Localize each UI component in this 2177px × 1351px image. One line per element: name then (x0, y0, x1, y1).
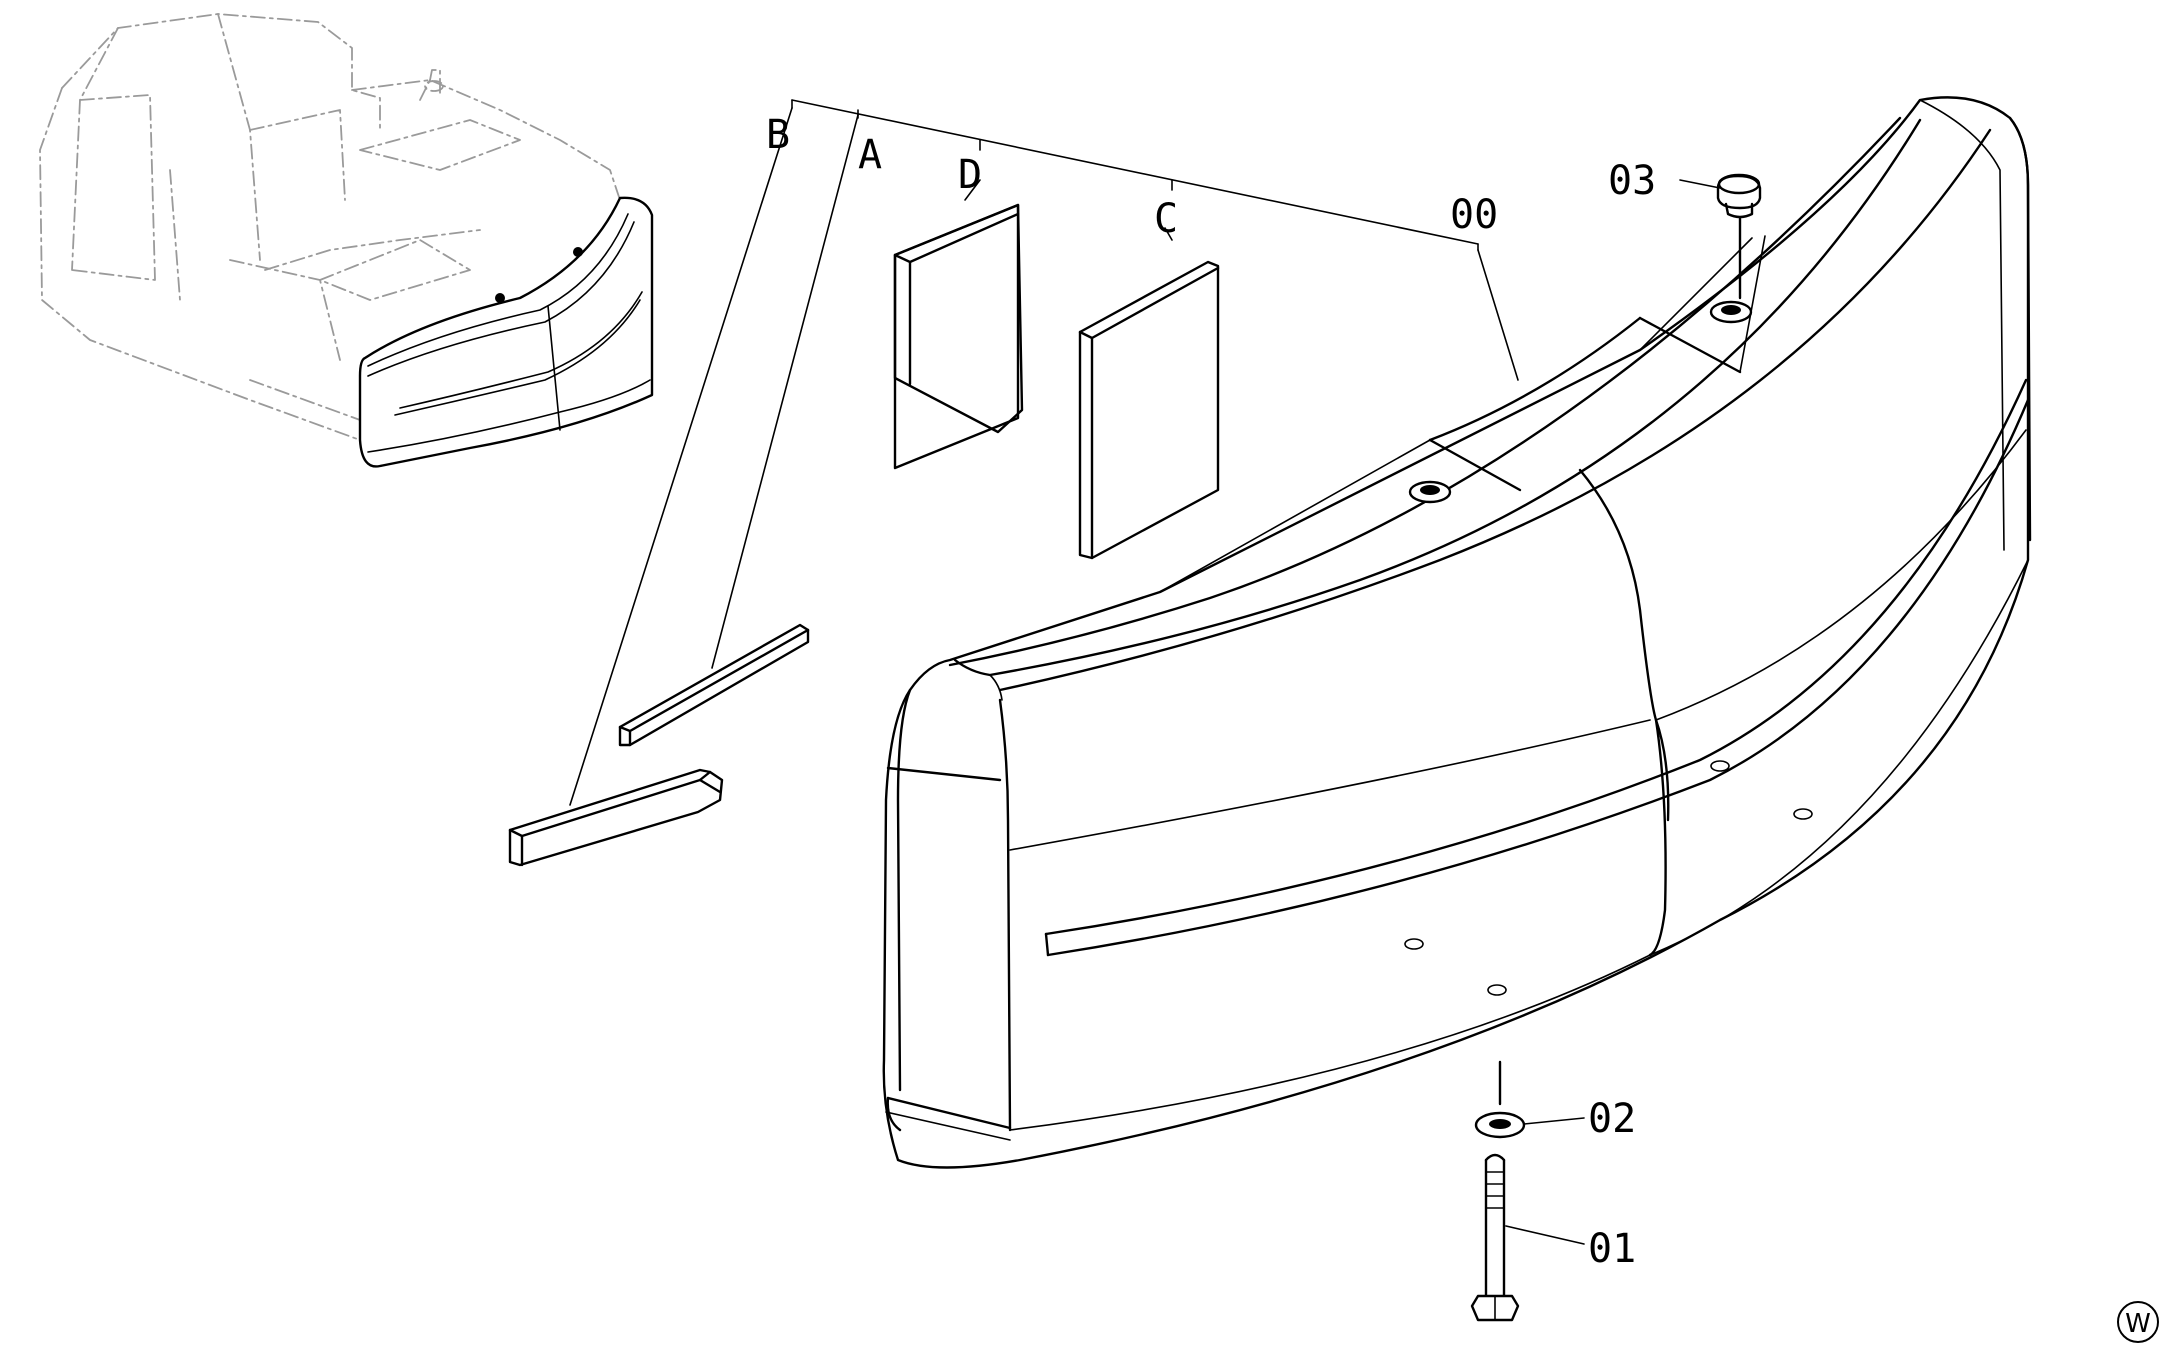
callout-d: D (958, 152, 982, 198)
callout-00: 00 (1450, 192, 1498, 238)
leader-lines (569, 99, 1721, 1245)
callout-a: A (858, 132, 882, 178)
plate-c-shape (1078, 260, 1220, 560)
bar-b-shape (508, 768, 724, 867)
bar-a-shape (618, 623, 810, 747)
watermark-letter: W (2125, 1309, 2151, 1339)
callout-03: 03 (1608, 158, 1656, 204)
callout-c: C (1154, 196, 1178, 242)
callout-02: 02 (1588, 1096, 1636, 1142)
circled-letter-icon: W (2117, 1301, 2159, 1343)
counterweight-body (882, 96, 2032, 1169)
bolt-01-shape (1470, 1153, 1520, 1322)
washer-02-shape (1474, 1060, 1526, 1139)
machine-overview-illustration (39, 13, 654, 468)
plug-03-shape (1716, 173, 1762, 300)
callout-01: 01 (1588, 1226, 1636, 1272)
callout-b: B (766, 112, 790, 158)
plate-d-shape (893, 203, 1024, 470)
